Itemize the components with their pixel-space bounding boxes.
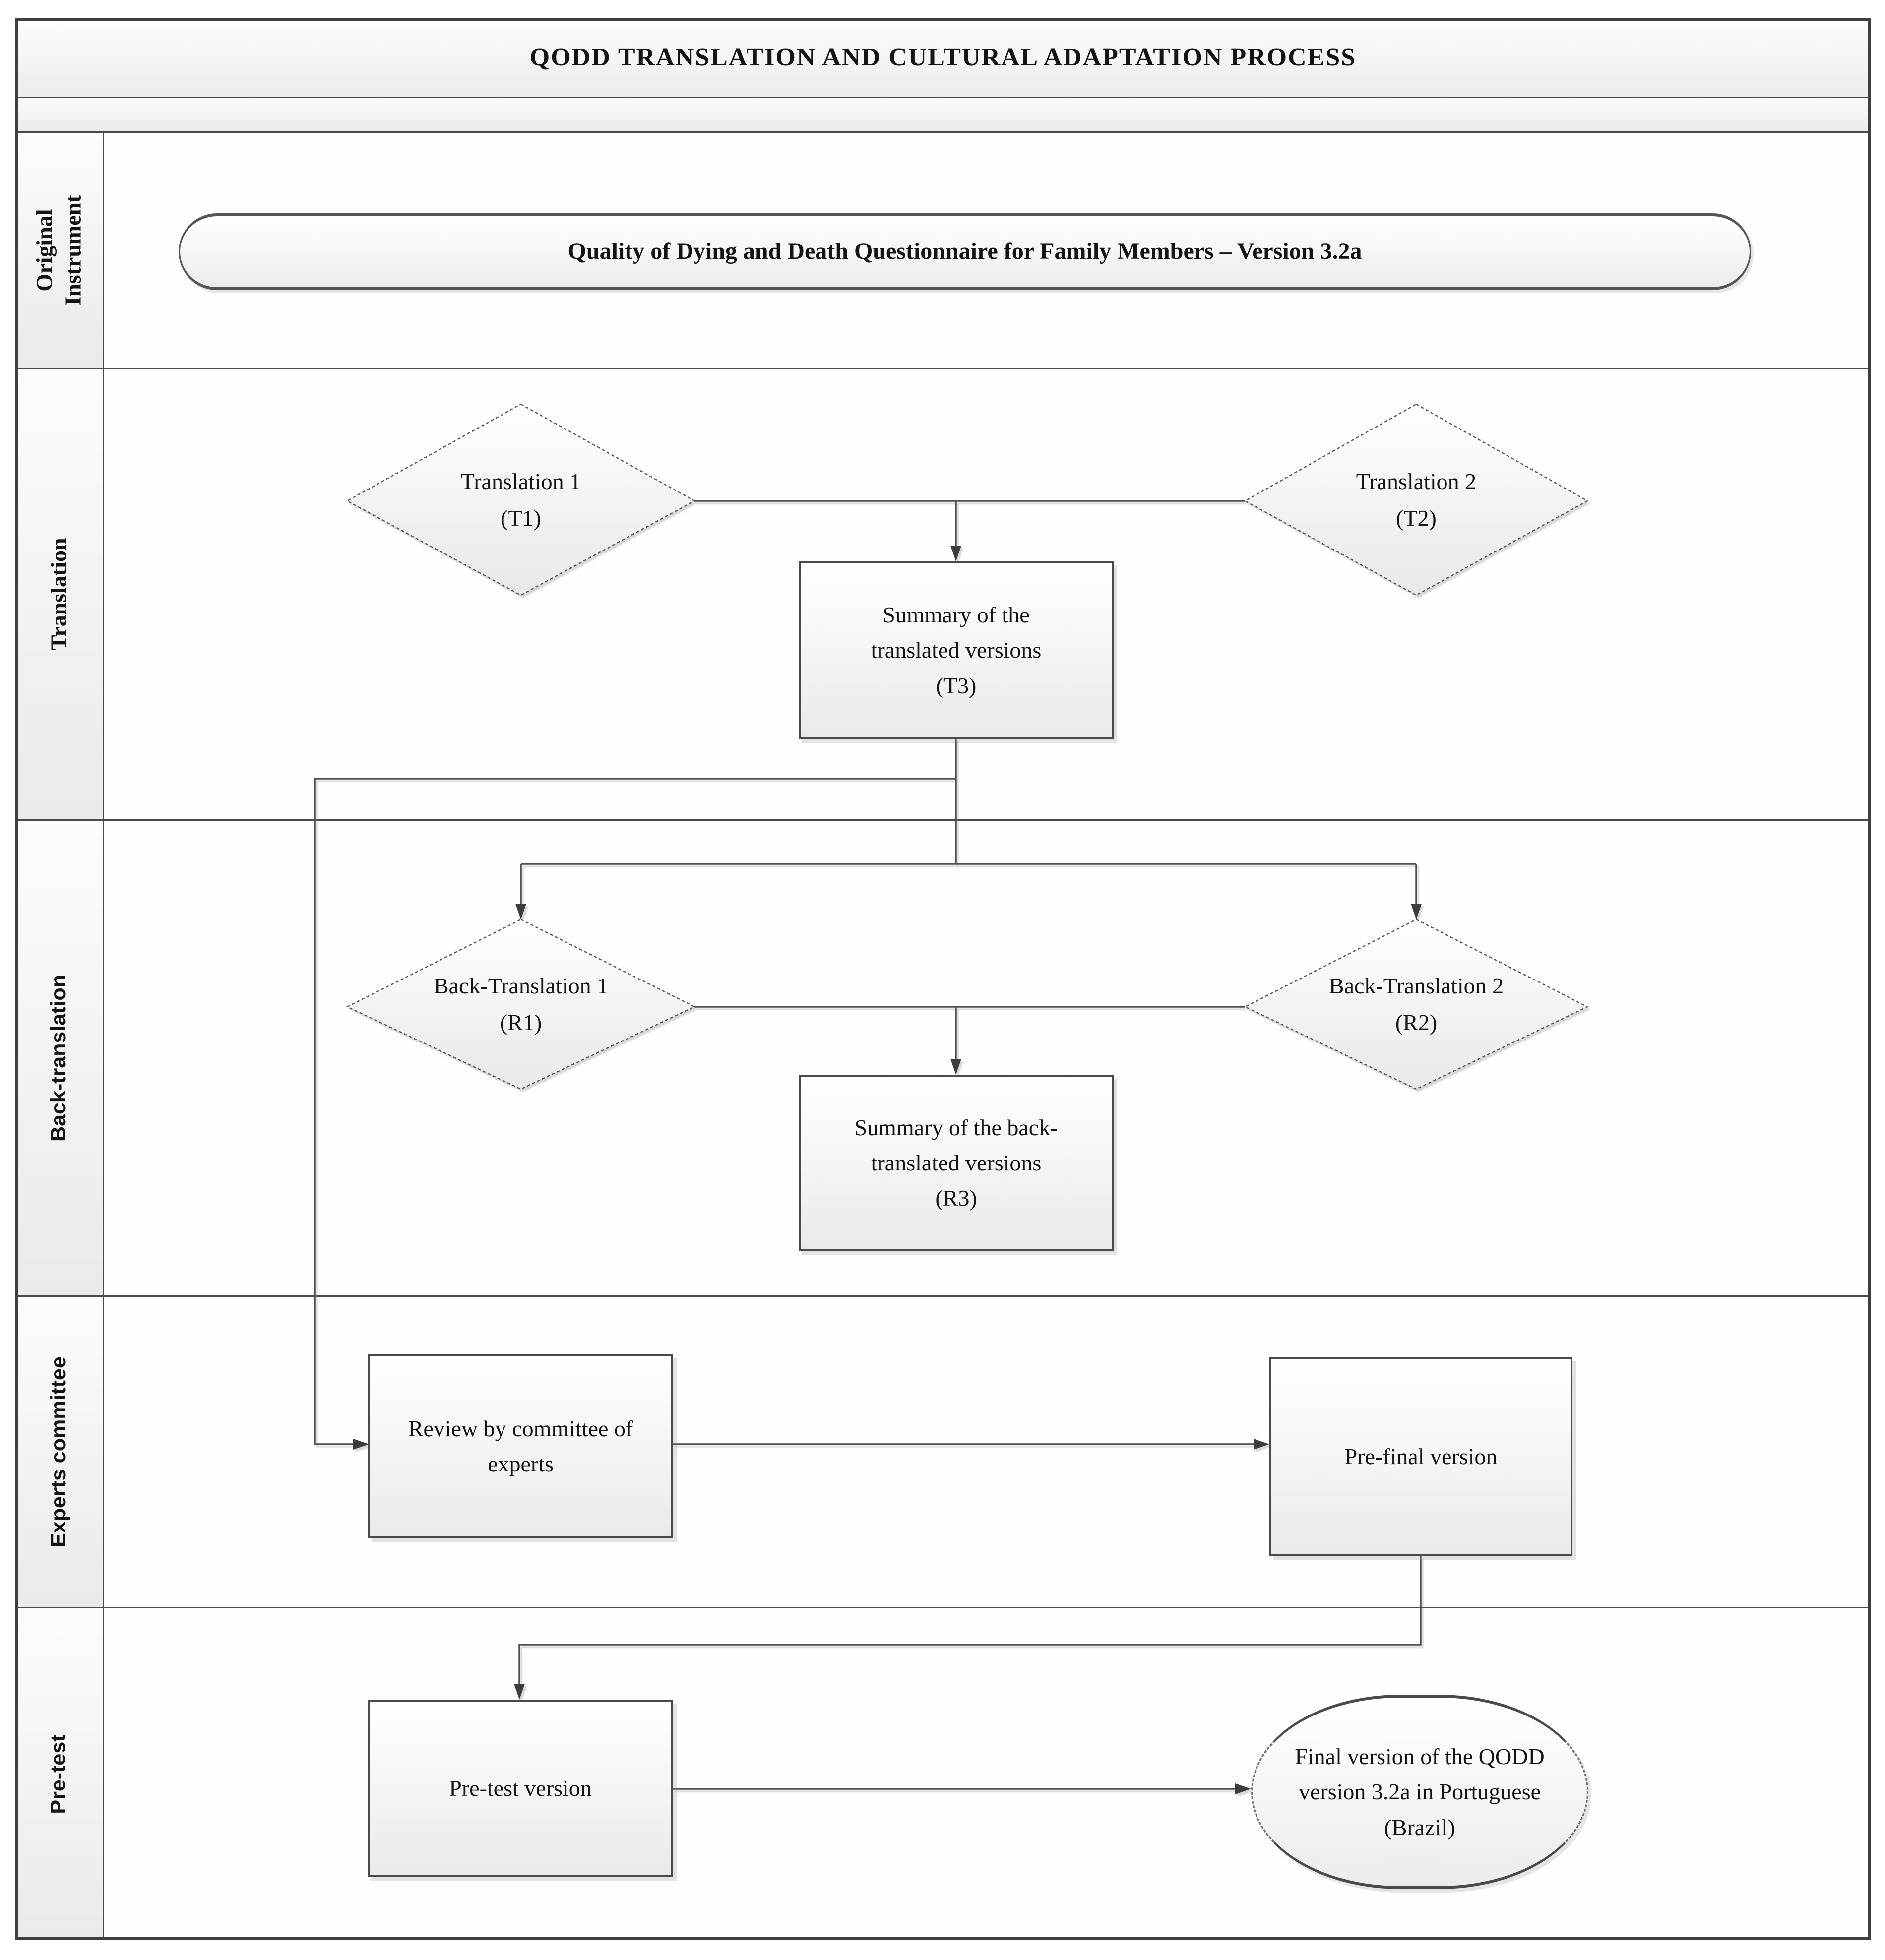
- diamond-back-translation-1: [346, 919, 696, 1090]
- node-original-instrument-label: Quality of Dying and Death Questionnaire…: [567, 238, 1362, 265]
- diamond-back-translation-2: [1244, 919, 1589, 1090]
- node-back-translation-2-label: Back-Translation 2: [1328, 973, 1504, 999]
- node-translation-1-label: Translation 1: [460, 468, 581, 494]
- node-back-translation-2-code: (R2): [1395, 1010, 1438, 1035]
- node-summary-back-translated-code: (R3): [935, 1185, 977, 1211]
- spacer-row: [15, 98, 1871, 133]
- arrow-into-r2: [1411, 904, 1422, 919]
- node-summary-back-translated: Summary of the back- translated versions…: [799, 1075, 1114, 1251]
- arrow-into-r1: [515, 904, 526, 919]
- connector-prefinal-to-pretest: [518, 1556, 1422, 1685]
- arrow-into-final: [1235, 1783, 1251, 1794]
- node-translation-2: Translation 2 (T2): [1245, 404, 1587, 595]
- node-summary-translated: Summary of the translated versions (T3): [799, 561, 1114, 739]
- node-original-instrument: Quality of Dying and Death Questionnaire…: [179, 213, 1751, 290]
- node-summary-translated-code: (T3): [936, 673, 977, 698]
- page-title: QODD TRANSLATION AND CULTURAL ADAPTATION…: [529, 43, 1357, 71]
- arrow-into-prefinal: [1254, 1439, 1269, 1450]
- node-back-translation-2: Back-Translation 2 (R2): [1245, 919, 1587, 1089]
- node-final-version: Final version of the QODD version 3.2a i…: [1251, 1695, 1588, 1889]
- diamonds: [346, 403, 1589, 1090]
- lane-header-original-instrument: Original Instrument: [15, 133, 104, 368]
- node-back-translation-1-label: Back-Translation 1: [433, 973, 609, 999]
- node-translation-2-label: Translation 2: [1356, 468, 1477, 494]
- node-translation-2-code: (T2): [1396, 505, 1437, 531]
- diamond-translation-2: [1244, 403, 1589, 596]
- node-summary-translated-label: Summary of the translated versions: [871, 602, 1042, 663]
- node-final-version-label: Final version of the QODD version 3.2a i…: [1295, 1744, 1545, 1840]
- node-summary-back-translated-label: Summary of the back- translated versions: [854, 1114, 1058, 1175]
- arrow-into-pretest: [514, 1684, 525, 1700]
- arrow-into-t3: [950, 546, 961, 561]
- node-pre-test-version-label: Pre-test version: [449, 1775, 592, 1801]
- node-back-translation-1-code: (R1): [500, 1010, 542, 1035]
- lane-header-pre-test: Pre-test: [15, 1608, 104, 1940]
- node-experts-review-label: Review by committee of experts: [408, 1415, 633, 1476]
- lane-header-experts-committee: Experts committee: [15, 1297, 104, 1607]
- arrowheads: [353, 546, 1422, 1794]
- node-back-translation-1: Back-Translation 1 (R1): [347, 919, 694, 1089]
- arrow-into-review: [353, 1439, 369, 1450]
- node-translation-1-code: (T1): [501, 505, 541, 531]
- connector-t3-to-review: [314, 778, 956, 1445]
- diamond-translation-1: [346, 403, 696, 596]
- title-bar: QODD TRANSLATION AND CULTURAL ADAPTATION…: [15, 18, 1871, 98]
- lane-header-translation: Translation: [15, 369, 104, 819]
- arrow-into-r3: [950, 1059, 961, 1075]
- node-translation-1: Translation 1 (T1): [347, 404, 694, 595]
- node-experts-review: Review by committee of experts: [368, 1354, 673, 1538]
- node-pre-final-version-label: Pre-final version: [1344, 1444, 1498, 1470]
- node-pre-test-version: Pre-test version: [368, 1700, 673, 1877]
- connectors: [314, 500, 1422, 1790]
- node-pre-final-version: Pre-final version: [1269, 1357, 1572, 1556]
- lane-header-back-translation: Back-translation: [15, 821, 104, 1295]
